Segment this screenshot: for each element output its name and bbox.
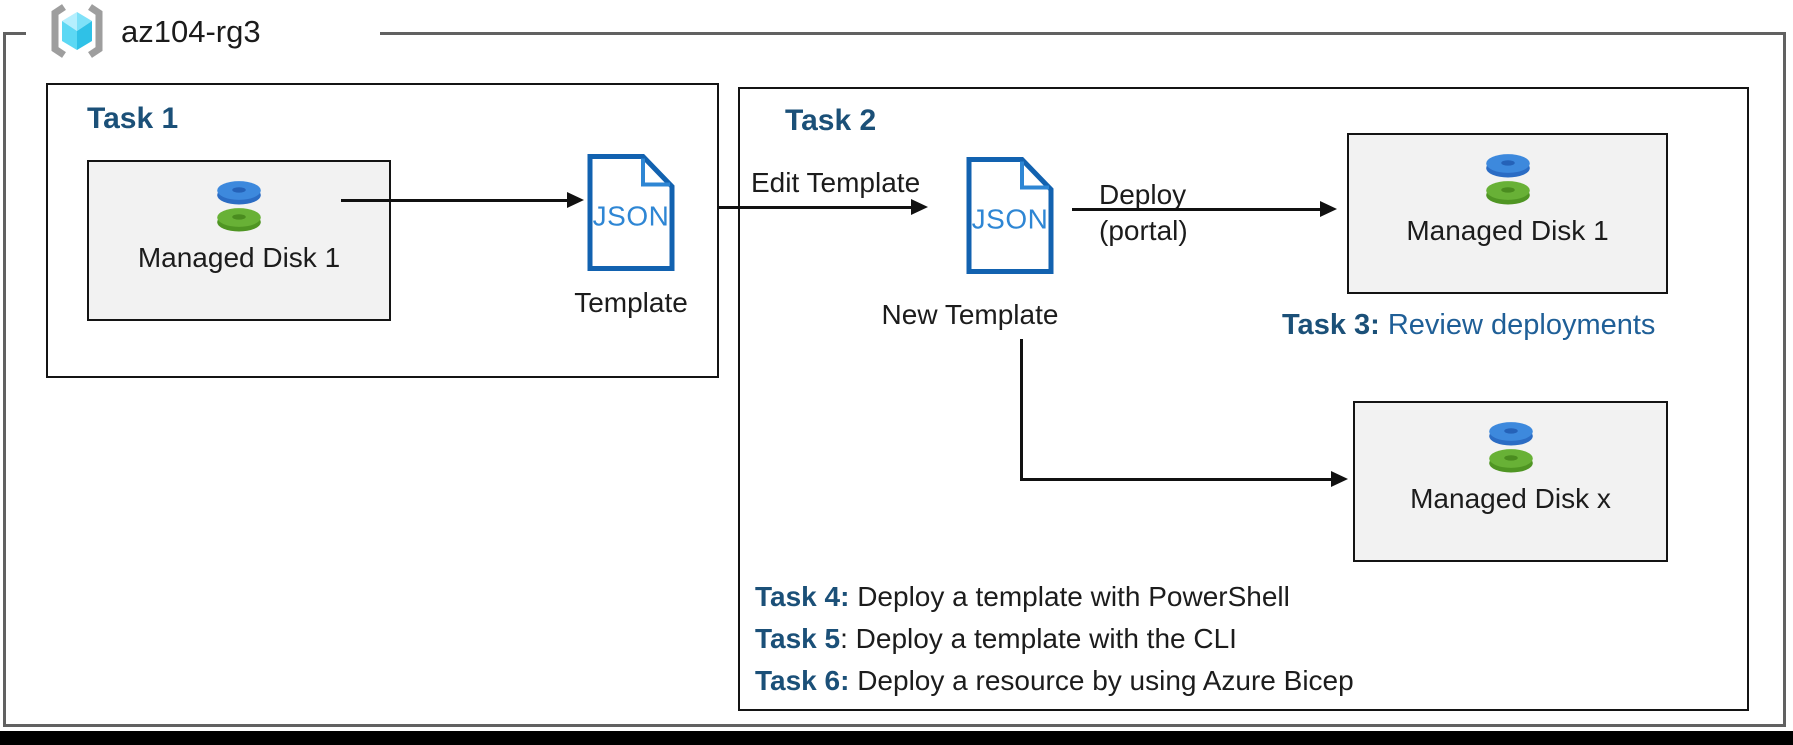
task1-title: Task 1	[87, 102, 179, 135]
arrow-edit-template-line	[719, 206, 913, 209]
task6-description: Deploy a resource by using Azure Bicep	[849, 665, 1354, 696]
managed-disk-1-result-box: Managed Disk 1	[1347, 133, 1668, 294]
task4-row: Task 4: Deploy a template with PowerShel…	[755, 576, 1354, 618]
managed-disk-1-result-label: Managed Disk 1	[1406, 215, 1609, 246]
disk-icon	[217, 181, 261, 232]
new-template-caption: New Template	[881, 299, 1059, 330]
task5-description: : Deploy a template with the CLI	[840, 623, 1237, 654]
disk-icon	[1485, 154, 1530, 205]
deploy-portal-label: (portal)	[1099, 215, 1188, 246]
border-label-gap	[26, 28, 380, 39]
task6-row: Task 6: Deploy a resource by using Azure…	[755, 660, 1354, 702]
task2-title: Task 2	[785, 104, 877, 137]
deploy-label: Deploy	[1099, 179, 1187, 210]
json-file-icon: JSON	[966, 157, 1054, 274]
connector-to-disk-x-head	[1331, 471, 1348, 487]
arrow-disk-to-template-head	[567, 192, 584, 208]
task4-description: Deploy a template with PowerShell	[849, 581, 1290, 612]
task3-caption: Task 3: Review deployments	[1282, 309, 1655, 342]
json-doc-text: JSON	[972, 204, 1049, 235]
resource-group-icon	[51, 4, 103, 58]
edit-template-label: Edit Template	[751, 167, 921, 198]
arrow-disk-to-template-line	[341, 199, 569, 202]
arrow-deploy-head	[1320, 201, 1337, 217]
task3-label: Task 3:	[1282, 309, 1380, 341]
task6-label: Task 6:	[755, 665, 850, 696]
managed-disk-x-box: Managed Disk x	[1353, 401, 1668, 562]
disk-icon	[1488, 422, 1533, 473]
task5-row: Task 5: Deploy a template with the CLI	[755, 618, 1354, 660]
template-caption: Template	[574, 287, 688, 318]
managed-disk-x-label: Managed Disk x	[1410, 483, 1611, 514]
bottom-task-list: Task 4: Deploy a template with PowerShel…	[755, 576, 1354, 702]
arrow-deploy-line	[1072, 208, 1322, 211]
bottom-edge-bar	[0, 731, 1793, 745]
json-file-icon: JSON	[587, 154, 675, 271]
task4-label: Task 4:	[755, 581, 850, 612]
connector-to-disk-x-line	[1020, 478, 1333, 481]
resource-group-border	[3, 32, 1786, 727]
connector-newtemplate-down-line	[1020, 339, 1023, 481]
managed-disk-1-box: Managed Disk 1	[87, 160, 391, 321]
managed-disk-1-label: Managed Disk 1	[137, 242, 341, 273]
json-doc-text: JSON	[593, 201, 670, 232]
task3-description: Review deployments	[1379, 309, 1656, 341]
task5-label: Task 5	[755, 623, 841, 654]
arrow-edit-template-head	[911, 199, 928, 215]
resource-group-label: az104-rg3	[121, 14, 261, 49]
